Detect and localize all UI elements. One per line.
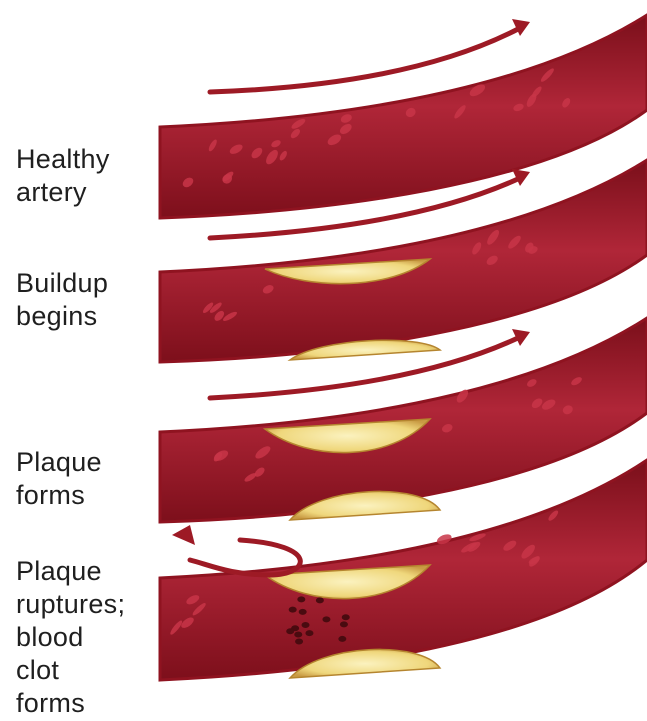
- flow-arrow-healthy: [210, 28, 520, 92]
- arrowhead: [172, 525, 195, 545]
- clot-cell: [322, 616, 330, 622]
- clot-cell: [295, 639, 303, 645]
- clot-cell: [316, 597, 324, 603]
- arrowhead: [512, 169, 530, 186]
- clot-cell: [297, 596, 305, 602]
- clot-cell: [289, 607, 297, 613]
- clot-cell: [299, 609, 307, 615]
- clot-cell: [338, 636, 346, 642]
- clot-cell: [305, 630, 313, 636]
- clot-cell: [340, 621, 348, 627]
- clot-cell: [286, 628, 294, 634]
- artery-wall: [160, 15, 647, 218]
- clot-cell: [294, 631, 302, 637]
- clot-cell: [302, 622, 310, 628]
- clot-cell: [342, 614, 350, 620]
- artery-healthy: [160, 15, 647, 218]
